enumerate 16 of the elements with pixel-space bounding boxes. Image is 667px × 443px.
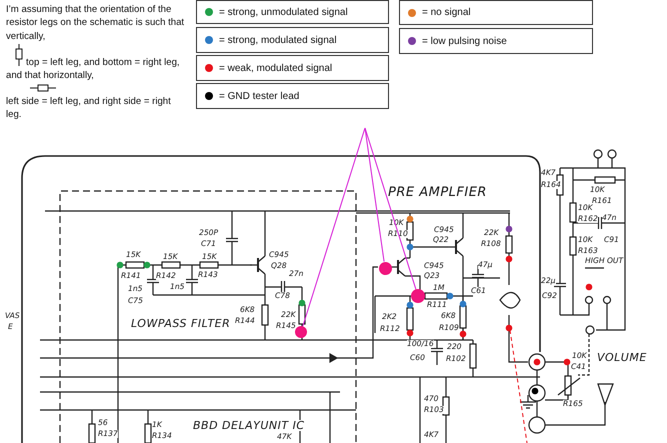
section-label: PRE AMPLFIER xyxy=(388,186,487,199)
section-label: LOWPASS FILTER xyxy=(131,318,230,329)
legend-text: = GND tester lead xyxy=(219,90,300,102)
note-text: I’m assuming that the orientation of the resistor legs on the schematic is such that vertically, xyxy=(6,3,186,44)
marker-dot xyxy=(411,289,425,303)
note-text: left side = left leg, and right side = right leg. xyxy=(6,95,172,122)
legend-text: = no signal xyxy=(422,7,471,18)
legend-text: = low pulsing noise xyxy=(422,36,507,46)
marker-dot xyxy=(378,262,392,274)
note-text: top = left leg, and bottom = right leg, and that horizontally, xyxy=(6,56,181,83)
section-label: BBD DELAYUNIT IC xyxy=(193,420,305,431)
marker-dot xyxy=(295,326,307,338)
section-label: VOLUME xyxy=(597,352,647,363)
legend-text: = weak, modulated signal xyxy=(219,62,332,74)
legend-text: = strong, unmodulated signal xyxy=(219,6,348,18)
legend-text: = strong, modulated signal xyxy=(219,34,337,46)
